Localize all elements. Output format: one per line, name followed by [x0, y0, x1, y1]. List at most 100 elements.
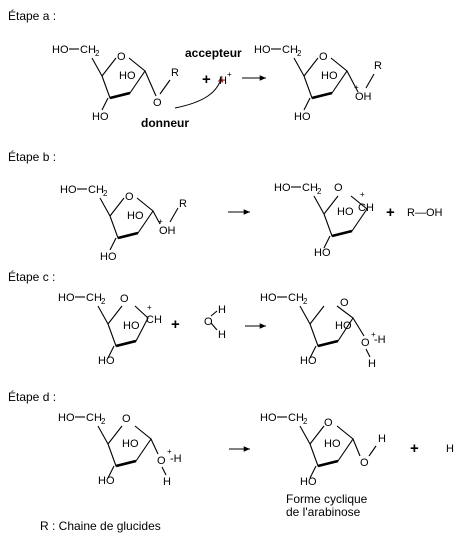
- c1-o-bond: [144, 70, 157, 97]
- carbocation-charge: +: [360, 190, 365, 199]
- ring-front-wedge: [311, 91, 333, 100]
- carbocation: CH: [146, 314, 162, 326]
- step-d-product: HO CH 2 O HO HO O H: [260, 412, 386, 488]
- o-r-bond: [365, 73, 375, 89]
- ch2oh-ho: HO: [52, 44, 69, 56]
- ch2oh-ch: CH: [302, 182, 318, 194]
- ch2oh-ch: CH: [86, 412, 102, 424]
- c3-ho: HO: [300, 476, 317, 488]
- o-r-bond: [159, 79, 171, 95]
- ch2-c4-bond: [97, 305, 109, 325]
- plus-operator-c: +: [171, 316, 180, 333]
- released-proton: H: [446, 443, 454, 455]
- c1-o-bond: [352, 438, 361, 457]
- c3-oh-bond: [303, 97, 311, 111]
- c3-ho: HO: [314, 247, 331, 259]
- ch2-c4-bond: [299, 425, 311, 445]
- ch2oh-ch: CH: [282, 44, 298, 56]
- c3-ho: HO: [98, 355, 115, 367]
- ch2oh-ch: CH: [88, 184, 104, 196]
- ch2oh-subscript: 2: [297, 49, 302, 58]
- ring-oxygen: O: [120, 293, 129, 305]
- c2-ho: HO: [335, 320, 352, 332]
- water-h-top: H: [218, 304, 226, 316]
- oxonium-h-bottom: H: [163, 476, 171, 488]
- c3-oh-bond: [107, 465, 115, 479]
- ring-front-wedge: [331, 229, 353, 238]
- c2-ho: HO: [324, 438, 341, 450]
- product-caption-line-2: de l'arabinose: [286, 505, 361, 519]
- plus-operator-a: +: [202, 71, 211, 88]
- ch2oh-ho: HO: [260, 412, 277, 424]
- c1-o-bond: [152, 210, 161, 225]
- ch2oh-subscript: 2: [95, 49, 100, 58]
- water-h-bottom: H: [218, 329, 226, 341]
- ring-oxygen: O: [125, 191, 134, 203]
- ring-front-wedge: [115, 339, 137, 348]
- water-oxygen: O: [204, 316, 213, 328]
- proton: H: [219, 75, 227, 87]
- step-b-title: Étape b :: [8, 149, 56, 164]
- c1-o-bond: [352, 317, 365, 337]
- product-caption-line-1: Forme cyclique: [286, 492, 368, 506]
- oxonium-h-right: -H: [170, 453, 182, 465]
- ring-front-wedge: [115, 459, 137, 468]
- step-a-product: HO CH 2 O HO HO OH + R: [254, 44, 382, 123]
- c3-ho: HO: [98, 475, 115, 487]
- ring-front-wedge: [109, 91, 131, 100]
- ch2oh-ch: CH: [80, 44, 96, 56]
- ring-front-wedge: [317, 459, 339, 468]
- r-group: R: [171, 67, 179, 79]
- carbocation: CH: [358, 202, 374, 214]
- released-alcohol: R—OH: [407, 207, 443, 219]
- o-h-bond: [161, 466, 167, 476]
- carbocation-charge: +: [147, 303, 152, 312]
- c3-oh-bond: [309, 465, 317, 479]
- ch2oh-subscript: 2: [303, 417, 308, 426]
- ch2oh-subscript: 2: [101, 417, 106, 426]
- c3-oh-bond: [323, 235, 331, 249]
- ch2oh-subscript: 2: [103, 189, 108, 198]
- c2-ho: HO: [122, 438, 139, 450]
- glycosidic-oxygen: O: [153, 97, 162, 109]
- step-d-title: Étape d :: [8, 389, 56, 404]
- ch2oh-ch: CH: [86, 292, 102, 304]
- ring-oxygen: O: [340, 297, 349, 309]
- c2-ho: HO: [123, 320, 140, 332]
- oxonium-oxygen: O: [361, 337, 370, 349]
- plus-operator-d: +: [410, 440, 419, 457]
- ch2oh-ho: HO: [274, 182, 291, 194]
- ch2oh-ho: HO: [254, 44, 271, 56]
- c3-oh-bond: [309, 345, 317, 359]
- ch2-c4-bond: [299, 305, 311, 325]
- o-r-bond: [169, 207, 179, 223]
- oxonium-h-right: -H: [374, 334, 386, 346]
- ring-oxygen: O: [122, 413, 131, 425]
- r-definition-note: R : Chaine de glucides: [40, 519, 161, 533]
- donor-label: donneur: [141, 116, 189, 130]
- c2-ho: HO: [321, 70, 338, 82]
- c3-oh-bond: [107, 345, 115, 359]
- c3-oh-bond: [109, 237, 117, 251]
- ch2-c4-bond: [97, 425, 109, 445]
- ch2oh-ho: HO: [58, 292, 75, 304]
- ch2oh-subscript: 2: [303, 297, 308, 306]
- c1-o-bond: [346, 70, 359, 93]
- ch2-c4-bond: [99, 197, 111, 217]
- c3-ho: HO: [294, 111, 311, 123]
- step-a-title: Étape a :: [8, 8, 56, 23]
- step-b-reactant: HO CH 2 O HO HO OH + R: [60, 184, 187, 263]
- r-group: R: [374, 60, 382, 72]
- oxonium-oxygen: OH: [355, 91, 372, 103]
- step-c-product: HO CH 2 O HO HO O + -H H: [260, 292, 386, 370]
- oxonium-charge: +: [371, 330, 376, 339]
- o-h-bond: [365, 348, 371, 358]
- r-group: R: [179, 198, 187, 210]
- oxonium-oxygen: OH: [159, 225, 176, 237]
- ring-oxygen: O: [324, 417, 333, 429]
- curved-arrow-icon: [174, 75, 224, 109]
- ch2oh-ch: CH: [288, 292, 304, 304]
- ch2oh-subscript: 2: [101, 297, 106, 306]
- c3-ho: HO: [300, 355, 317, 367]
- oxonium-oxygen: O: [157, 455, 166, 467]
